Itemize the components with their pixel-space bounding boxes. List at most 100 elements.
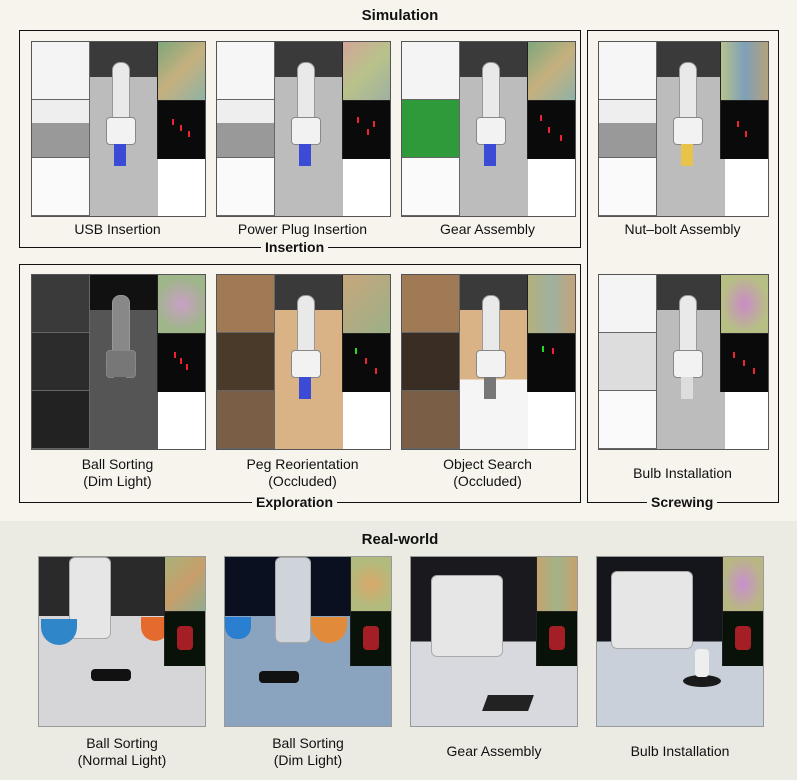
caption-line: (Dim Light) [273, 752, 343, 768]
caption-usb-insertion: USB Insertion [74, 221, 161, 237]
camera-view [32, 42, 90, 100]
tactile-image [720, 275, 768, 333]
caption-line: (Dim Light) [83, 473, 152, 489]
caption-real-bulb-installation: Bulb Installation [630, 743, 730, 759]
camera-view [217, 158, 275, 216]
tactile-image [157, 42, 205, 100]
caption-bulb-installation-sim: Bulb Installation [633, 465, 732, 481]
object-search-panel [401, 274, 576, 450]
ball-sorting-sim-panel [31, 274, 206, 450]
camera-view [402, 158, 460, 216]
bulb-socket [683, 675, 721, 687]
screwing-group-label: Screwing [647, 494, 718, 510]
real-gear-assembly-photo [410, 556, 578, 727]
caption-peg-reorientation: Peg Reorientation (Occluded) [216, 456, 389, 490]
caption-line: Peg Reorientation [246, 456, 359, 472]
orange-bowl [311, 617, 347, 643]
tactile-image [164, 557, 205, 611]
camera-view [599, 100, 657, 158]
tactile-flow-field [527, 100, 575, 159]
tactile-image [536, 557, 577, 611]
camera-view [599, 42, 657, 100]
camera-view [402, 42, 460, 100]
caption-line: (Occluded) [268, 473, 337, 489]
bulb-installation-sim-panel [598, 274, 769, 450]
peg-reorientation-panel [216, 274, 391, 450]
real-bulb-installation-photo [596, 556, 764, 727]
camera-view [402, 275, 460, 333]
robot-arm [671, 62, 703, 172]
tactile-image [342, 275, 390, 333]
tactile-flow-field [350, 611, 391, 666]
camera-view [217, 275, 275, 333]
robot-arm [289, 62, 321, 172]
camera-view [217, 333, 275, 391]
robot-arm [671, 295, 703, 405]
caption-nut-bolt-assembly: Nut–bolt Assembly [624, 221, 741, 237]
tactile-flow-field [342, 100, 390, 159]
robot-arm [474, 62, 506, 172]
tactile-image [342, 42, 390, 100]
camera-view [402, 100, 460, 158]
robot-arm [104, 62, 136, 172]
camera-view [32, 158, 90, 216]
power-plug-insertion-panel [216, 41, 391, 217]
caption-power-plug-insertion: Power Plug Insertion [237, 221, 368, 237]
realworld-title: Real-world [361, 531, 439, 548]
ball-holder [259, 671, 299, 683]
caption-ball-sorting-sim: Ball Sorting (Dim Light) [31, 456, 204, 490]
tactile-flow-field [527, 333, 575, 392]
insertion-group-label: Insertion [261, 239, 329, 255]
caption-line: Ball Sorting [81, 456, 154, 472]
blue-bowl [41, 619, 77, 645]
exploration-group-label: Exploration [252, 494, 338, 510]
camera-view [599, 391, 657, 449]
tactile-flow-field [164, 611, 205, 666]
camera-view [599, 333, 657, 391]
camera-view [217, 391, 275, 449]
gear-assembly-panel [401, 41, 576, 217]
tactile-flow-field [720, 333, 768, 392]
robot-arm [289, 295, 321, 405]
caption-line: Ball Sorting [86, 735, 158, 751]
nut-bolt-assembly-panel [598, 41, 769, 217]
tactile-image [157, 275, 205, 333]
tactile-flow-field [722, 611, 763, 666]
caption-gear-assembly: Gear Assembly [440, 221, 535, 237]
tactile-flow-field [720, 100, 768, 159]
tactile-flow-field [536, 611, 577, 666]
blue-bowl [225, 617, 251, 639]
tactile-image [527, 42, 575, 100]
caption-line: Ball Sorting [272, 735, 344, 751]
bulb [695, 649, 709, 677]
tactile-image [527, 275, 575, 333]
camera-view [32, 100, 90, 158]
robot-arm [275, 557, 311, 643]
camera-view [32, 275, 90, 333]
robot-arm [104, 295, 136, 405]
camera-view [599, 275, 657, 333]
caption-line: (Normal Light) [77, 752, 167, 768]
robot-arm [611, 571, 693, 649]
tactile-flow-field [157, 333, 205, 392]
caption-line: (Occluded) [453, 473, 522, 489]
real-ball-sorting-dim-photo [224, 556, 392, 727]
usb-insertion-panel [31, 41, 206, 217]
caption-real-ball-sorting-dim: Ball Sorting (Dim Light) [224, 735, 392, 769]
camera-view [217, 42, 275, 100]
ball-holder [91, 669, 131, 681]
caption-real-gear-assembly: Gear Assembly [446, 743, 542, 759]
tactile-flow-field [157, 100, 205, 159]
camera-view [402, 333, 460, 391]
tactile-image [722, 557, 763, 611]
simulation-title: Simulation [361, 7, 439, 24]
caption-real-ball-sorting-normal: Ball Sorting (Normal Light) [38, 735, 206, 769]
camera-view [32, 333, 90, 391]
robot-arm [474, 295, 506, 405]
camera-view [217, 100, 275, 158]
camera-view [402, 391, 460, 449]
tactile-image [720, 42, 768, 100]
tactile-image [350, 557, 391, 611]
camera-view [32, 391, 90, 449]
caption-line: Object Search [443, 456, 532, 472]
